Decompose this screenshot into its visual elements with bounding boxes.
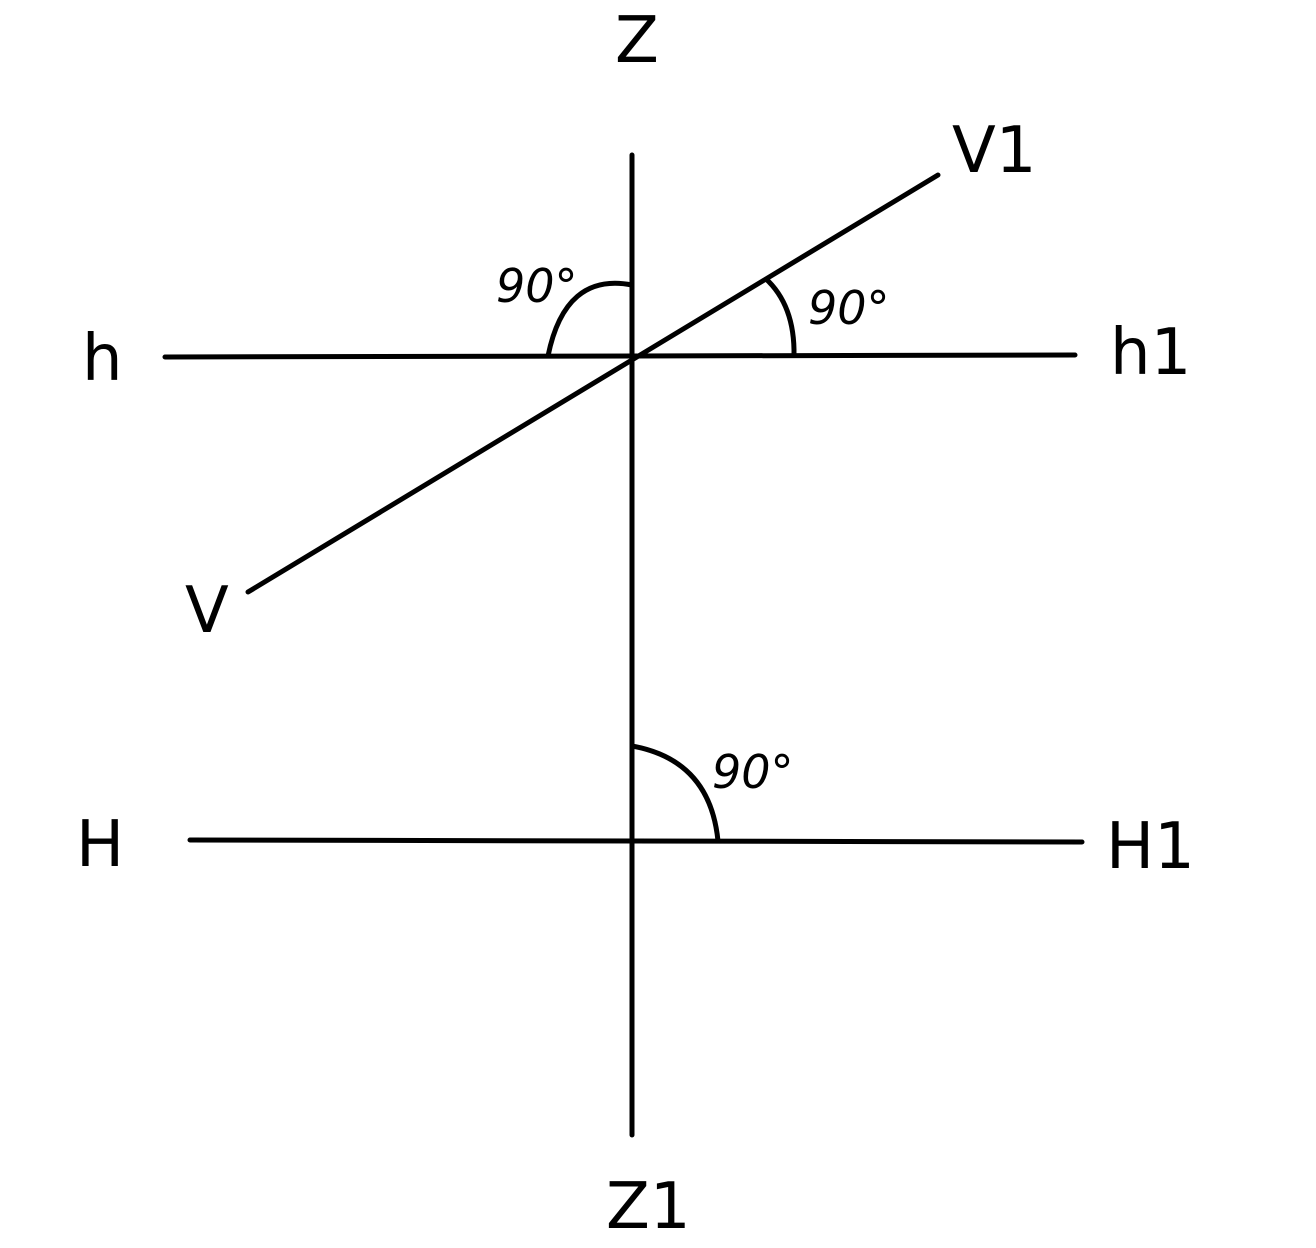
angle-label-upper-right: 90° xyxy=(808,281,890,335)
label-z1: Z1 xyxy=(606,1170,691,1244)
label-z: Z xyxy=(615,4,659,78)
angle-arc-upper-right xyxy=(763,276,797,357)
oblique-line-v xyxy=(245,172,941,595)
label-h1: h1 xyxy=(1110,316,1191,390)
label-H1: H1 xyxy=(1106,810,1195,884)
horizontal-line-h xyxy=(162,352,1078,360)
angle-label-upper-left: 90° xyxy=(496,259,578,313)
label-v: V xyxy=(185,574,229,648)
horizontal-line-H xyxy=(187,837,1085,845)
label-h: h xyxy=(82,322,123,396)
angle-label-lower: 90° xyxy=(712,745,794,799)
label-v1: V1 xyxy=(952,114,1037,188)
angle-arc-upper-left xyxy=(545,280,633,357)
angle-arc-lower xyxy=(631,743,721,842)
label-H: H xyxy=(76,808,124,882)
